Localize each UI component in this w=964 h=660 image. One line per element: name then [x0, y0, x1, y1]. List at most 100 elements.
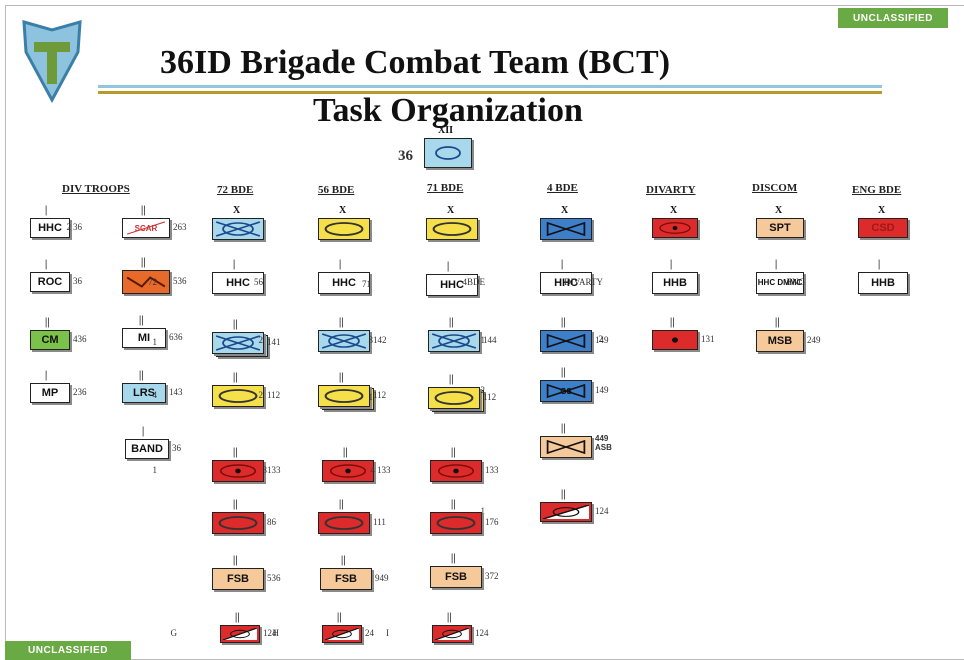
- unit-label: HHC: [440, 279, 464, 291]
- unit-symbol: LRS: [122, 383, 166, 403]
- echelon-marker: X: [775, 205, 783, 216]
- unit-symbol: CSD: [858, 218, 908, 238]
- unit-designation-right: 112: [373, 390, 387, 400]
- unit-designation-right: 144: [483, 335, 497, 345]
- unit-symbol: HHC: [318, 272, 370, 294]
- unit-designation-left: 3: [262, 465, 268, 475]
- arrowhead-t-logo: [22, 19, 82, 104]
- title-rule-blue: [98, 85, 882, 88]
- unit-designation-right: 124: [263, 628, 277, 638]
- unit-designation-right: 86: [267, 517, 276, 527]
- echelon-marker: ||: [233, 319, 238, 330]
- unit-symbol: [212, 385, 264, 407]
- unit-label: SPT: [769, 222, 791, 234]
- unit-designation-left: 1: [480, 335, 486, 345]
- unit-symbol: MP: [30, 383, 70, 403]
- unit-designation-right: 131: [701, 334, 715, 344]
- unit-designation-right: 133: [267, 465, 281, 475]
- echelon-marker: ||: [139, 370, 144, 381]
- echelon-marker: ||: [447, 612, 452, 623]
- unit-symbol: MSB: [756, 330, 804, 352]
- unit-symbol: [540, 218, 592, 240]
- echelon-marker: X: [561, 205, 569, 216]
- unit-symbol: HHC DMMC: [756, 272, 804, 294]
- echelon-marker: ||: [45, 317, 50, 328]
- echelon-marker: ||: [139, 315, 144, 326]
- echelon-marker: ||: [339, 372, 344, 383]
- unit-symbol: [122, 270, 170, 294]
- echelon-marker: |: [45, 259, 48, 270]
- unit-symbol: SCAR: [122, 218, 170, 238]
- unit-designation-left: 2: [480, 385, 486, 395]
- unit-designation-left: DIVARTY: [564, 277, 603, 287]
- unit-designation-left: 2: [258, 390, 264, 400]
- unit-symbol: HHC: [212, 272, 264, 294]
- unit-designation-left: 71: [362, 279, 371, 289]
- unit-designation-right: 949: [375, 573, 389, 583]
- unit-designation-right: 636: [169, 332, 183, 342]
- echelon-marker: |: [775, 259, 778, 270]
- unit-label: SCAR: [134, 223, 158, 233]
- unit-symbol: [652, 218, 698, 238]
- unit-symbol: [428, 330, 480, 352]
- echelon-marker: X: [233, 205, 241, 216]
- echelon-marker: X: [878, 205, 886, 216]
- unit-symbol: BAND: [125, 439, 169, 459]
- division-symbol: [424, 138, 472, 168]
- col-header-71-bde: 71 BDE: [427, 182, 464, 194]
- col-header-eng-bde: ENG BDE: [852, 184, 902, 196]
- unit-designation-right: 149: [595, 335, 609, 345]
- unit-designation-right: 36: [172, 443, 181, 453]
- unit-label: FSB: [335, 573, 357, 585]
- unit-symbol: [426, 218, 478, 240]
- unit-symbol: SPT: [756, 218, 804, 238]
- unit-designation-left: ENG: [786, 277, 806, 287]
- unit-designation-right: 133: [485, 465, 499, 475]
- unit-designation-right: 36: [73, 222, 82, 232]
- echelon-marker: ||: [775, 317, 780, 328]
- slide-title: 36ID Brigade Combat Team (BCT): [160, 44, 671, 81]
- echelon-marker: ||: [561, 423, 566, 434]
- unit-symbol: ROC: [30, 272, 70, 292]
- unit-label: HHC: [226, 277, 250, 289]
- unit-symbol: CM: [30, 330, 70, 350]
- unit-designation-right: 124: [595, 506, 609, 516]
- unit-symbol: FSB: [320, 568, 372, 590]
- unit-symbol: HHB: [652, 272, 698, 294]
- unit-designation-left: 2: [258, 335, 264, 345]
- division-number: 36: [398, 148, 413, 164]
- unit-designation-right: 536: [267, 573, 281, 583]
- unit-symbol: [652, 330, 698, 350]
- unit-symbol: FSB: [430, 566, 482, 588]
- unit-label: LRS: [133, 387, 155, 399]
- echelon-marker: |: [45, 205, 48, 216]
- echelon-marker: |: [142, 426, 145, 437]
- unit-designation-right: 143: [169, 387, 183, 397]
- unit-label: HHC: [332, 277, 356, 289]
- unit-label: MP: [41, 387, 59, 399]
- unit-label: HHC DMMC: [757, 278, 803, 287]
- unit-designation-right: 249: [807, 335, 821, 345]
- echelon-marker: |: [233, 259, 236, 270]
- echelon-marker: ||: [141, 257, 146, 268]
- unit-symbol: [318, 512, 370, 534]
- echelon-marker: ||: [337, 612, 342, 623]
- echelon-marker: ||: [233, 555, 238, 566]
- unit-symbol: [212, 512, 264, 534]
- echelon-marker: ||: [561, 317, 566, 328]
- echelon-marker: |: [45, 370, 48, 381]
- echelon-marker: ||: [233, 499, 238, 510]
- unit-designation-right: 436: [73, 334, 87, 344]
- unit-symbol: [318, 330, 370, 352]
- unit-designation-left: 2: [66, 222, 72, 232]
- col-header-56-bde: 56 BDE: [318, 184, 355, 196]
- unit-symbol: HHC: [30, 218, 70, 238]
- unit-label: HHC: [554, 277, 578, 289]
- echelon-marker: ||: [561, 489, 566, 500]
- unit-designation-left: G: [170, 628, 178, 638]
- echelon-marker: X: [670, 205, 678, 216]
- unit-designation-left: 1: [152, 337, 158, 347]
- unit-symbol: HHB: [858, 272, 908, 294]
- unit-designation-right: 24: [365, 628, 374, 638]
- unit-label: FSB: [445, 571, 467, 583]
